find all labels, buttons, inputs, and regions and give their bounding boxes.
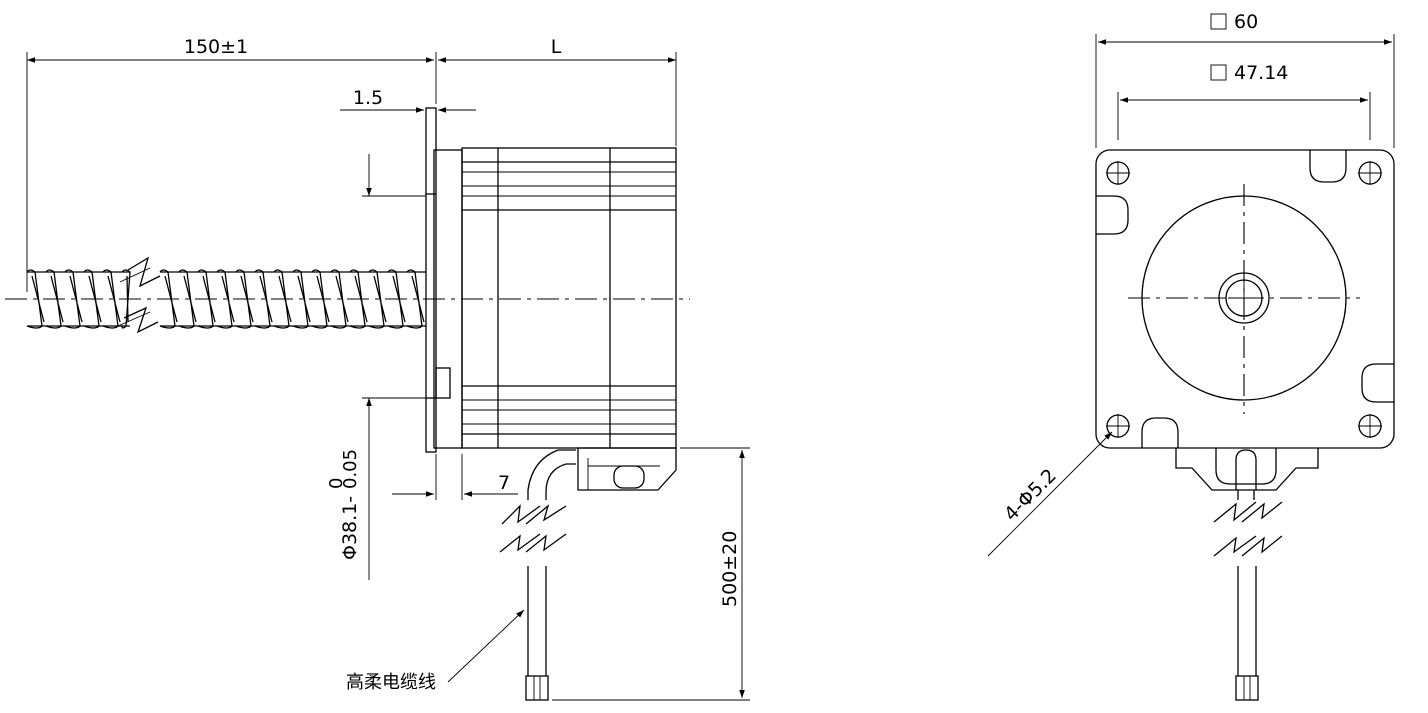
dim-tol-lower: 0.05: [340, 449, 361, 489]
screw-section-left: [26, 269, 131, 329]
cable-exit-block: [577, 447, 677, 491]
dim-tol-upper: 0: [326, 478, 347, 489]
screw-section-right: [159, 269, 426, 329]
dim-holes-label: 4-Φ5.2: [1000, 465, 1061, 526]
corner-notch: [1141, 417, 1179, 448]
square-symbol-icon: [1210, 13, 1227, 30]
dim-cable-length-label: 500±20: [719, 531, 741, 607]
corner-notch: [1096, 195, 1129, 235]
motor-flange: [425, 107, 463, 453]
dim-outer-square-label: 60: [1234, 11, 1258, 33]
dim-flange: 1.5: [340, 87, 476, 113]
corner-notch: [1309, 150, 1347, 183]
front-cable-outlet: [1175, 448, 1319, 701]
dim-hole-square: 47.14: [1117, 62, 1371, 140]
side-view: 150±1 L 1.5 Φ38.1- 0 0.05: [5, 36, 750, 701]
square-symbol-icon: [1210, 64, 1227, 81]
dim-screw-length-label: 150±1: [184, 36, 248, 58]
lead-screw: [26, 256, 426, 334]
dim-cable-length: 500±20: [552, 447, 750, 701]
cable-note-label: 高柔电缆线: [346, 672, 436, 693]
dim-offset: 7: [392, 454, 518, 500]
cable-note-leader: 高柔电缆线: [346, 609, 525, 693]
front-view: 60 47.14 4-Φ5.2: [987, 11, 1395, 701]
screw-break-mark: [123, 256, 161, 334]
dim-flange-label: 1.5: [353, 87, 383, 109]
mounting-holes: [1106, 161, 1382, 438]
dim-screw-length: 150±1: [26, 36, 437, 292]
corner-notch: [1361, 363, 1394, 403]
dim-hole-square-label: 47.14: [1234, 62, 1288, 84]
dim-offset-label: 7: [498, 472, 510, 494]
motor-face-square: [1095, 149, 1395, 449]
motor-body: [461, 147, 677, 449]
dim-boss-diameter: Φ38.1- 0 0.05: [326, 154, 426, 580]
side-cable: [499, 449, 576, 701]
dim-holes-leader: 4-Φ5.2: [987, 431, 1113, 557]
dim-outer-square: 60: [1095, 11, 1395, 148]
dim-boss-diameter-label: Φ38.1-: [339, 496, 361, 560]
dim-motor-length: L: [438, 36, 677, 146]
dim-motor-length-label: L: [551, 36, 562, 58]
